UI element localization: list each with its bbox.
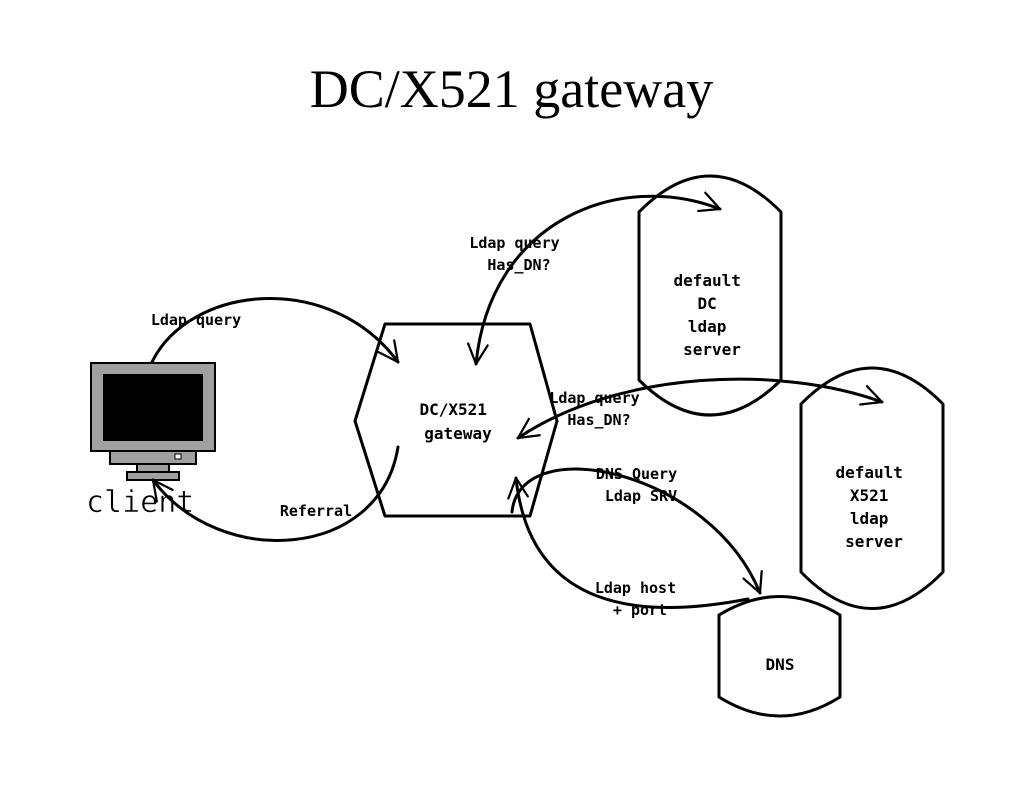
arrow-gateway-x521 <box>516 377 884 440</box>
edge-dc-label-line-2: Has_DN? <box>487 256 550 274</box>
svg-text:DC/X521 gateway: DC/X521 gateway <box>419 400 496 443</box>
client-node: client <box>86 362 216 520</box>
arrow-gateway-to-client <box>151 445 400 542</box>
x521-server-line-4: server <box>845 532 903 551</box>
edge-x521-label-line-1: Ldap query <box>549 389 639 407</box>
svg-text:Ldap query Has_DN?: Ldap query Has_DN? <box>549 389 648 429</box>
edge-label-referral: Referral <box>280 502 352 520</box>
gateway-label-line-1: DC/X521 <box>419 400 486 419</box>
dc-server-line-2: DC <box>698 294 717 313</box>
edge-gateway-to-client: Referral <box>151 445 400 542</box>
edge-dns-to-gateway: Ldap host + port <box>507 476 750 619</box>
dc-server-line-4: server <box>683 340 741 359</box>
edge-dc-label-line-1: Ldap query <box>469 234 559 252</box>
edge-gateway-to-dns: DNS Query Ldap SRV <box>510 465 763 595</box>
arrow-dns-to-gateway <box>507 476 750 609</box>
dns-label: DNS <box>766 655 795 674</box>
dns-node: DNS <box>717 595 842 718</box>
svg-text:default DC lda: default DC ldap server <box>673 271 750 359</box>
client-label: client <box>86 485 194 520</box>
arrow-client-to-gateway <box>150 297 400 364</box>
edge-client-to-gateway: Ldap query <box>150 297 400 364</box>
x521-server-line-2: X521 <box>850 486 889 505</box>
svg-text:Ldap query Has_DN?: Ldap query Has_DN? <box>469 234 568 274</box>
gateway-label-line-2: gateway <box>424 424 492 443</box>
svg-text:DNS Query Ldap SRV: DNS Query Ldap SRV <box>596 465 686 505</box>
x521-server-cylinder <box>799 366 945 610</box>
diagram-title: DC/X521 gateway <box>309 59 714 119</box>
svg-text:default X521 l: default X521 ldap server <box>835 463 912 551</box>
dc-server-line-1: default <box>673 271 740 290</box>
x521-server-line-1: default <box>835 463 902 482</box>
arrow-gateway-dc <box>467 191 722 366</box>
x521-server-node: default X521 ldap server <box>799 366 945 610</box>
edge-ldap-host-line-2: + port <box>613 601 667 619</box>
edge-x521-label-line-2: Has_DN? <box>567 411 630 429</box>
dns-cylinder <box>717 595 842 718</box>
edge-ldap-host-line-1: Ldap host <box>595 579 676 597</box>
svg-text:Ldap host + port: Ldap host + port <box>595 579 685 619</box>
edge-label-ldap-query: Ldap query <box>151 311 241 329</box>
edge-gateway-x521: Ldap query Has_DN? <box>516 377 884 440</box>
edge-dns-query-line-2: Ldap SRV <box>605 487 677 505</box>
x521-server-line-3: ldap <box>850 509 889 528</box>
monitor-icon <box>90 362 216 481</box>
dc-server-line-3: ldap <box>688 317 727 336</box>
edge-dns-query-line-1: DNS Query <box>596 465 677 483</box>
edge-gateway-dc: Ldap query Has_DN? <box>467 191 722 366</box>
